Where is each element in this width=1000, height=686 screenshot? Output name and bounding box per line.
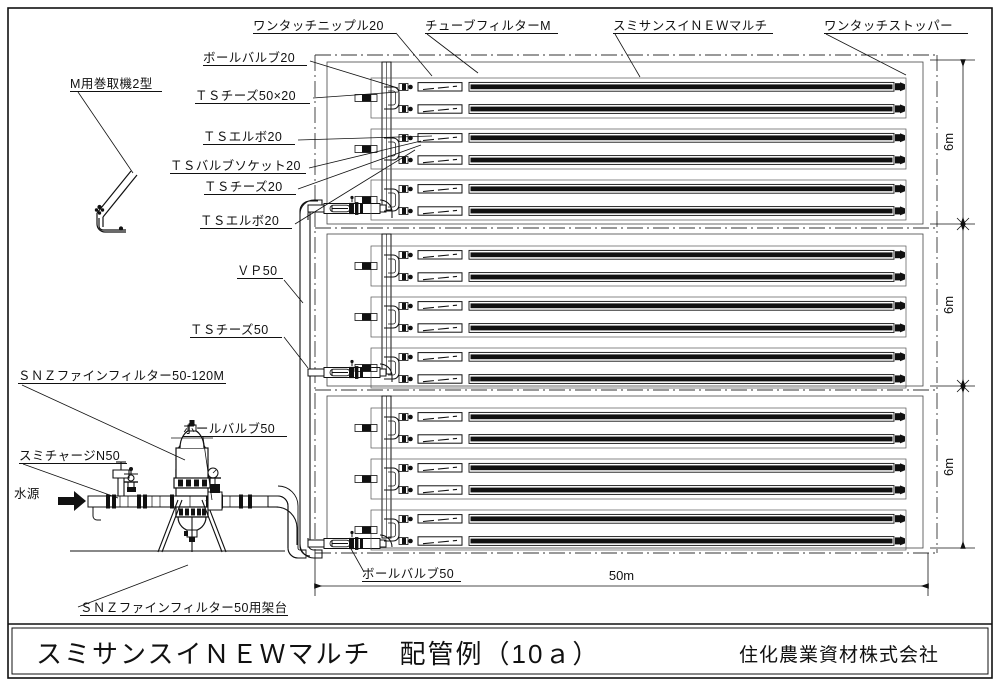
callout-label-newmulch: スミサンスイＮＥＷマルチ <box>613 19 768 33</box>
callout-label-tstee50: ＴＳチーズ50 <box>190 322 269 337</box>
dimension-label-length-field: 50m <box>609 568 634 583</box>
callout-label-ballvalve50a: ボールバルブ50 <box>183 421 275 436</box>
dimension-label-height-block-3: 6m <box>941 458 956 476</box>
callout-label-tsvsocket20: ＴＳバルブソケット20 <box>170 158 301 173</box>
callout-label-tstee20: ＴＳチーズ20 <box>204 179 283 194</box>
callout-label-tstee50x20: ＴＳチーズ50×20 <box>195 88 296 103</box>
title-text: スミサンスイＮＥＷマルチ 配管例（10ａ） <box>36 639 600 669</box>
callout-label-tubefilter: チューブフィルターM <box>425 18 551 33</box>
callout-label-watersource: 水源 <box>14 487 40 501</box>
callout-label-snzstand: ＳＮＺファインフィルター50用架台 <box>80 600 288 615</box>
callout-label-vp50: ＶＰ50 <box>237 264 278 278</box>
company-text: 住化農業資材株式会社 <box>739 644 939 666</box>
callout-label-sumicharge: スミチャージN50 <box>19 449 120 463</box>
callout-label-snzfine: ＳＮＺファインフィルター50-120M <box>18 369 224 383</box>
dimension-label-height-block-1: 6m <box>941 133 956 151</box>
callout-underlines <box>18 33 968 616</box>
callout-label-tselbow20a: ＴＳエルボ20 <box>203 130 282 144</box>
callout-label-tselbow20b: ＴＳエルボ20 <box>200 214 279 228</box>
callout-label-winder: M用巻取機2型 <box>70 76 153 91</box>
callout-label-ballvalve50b: ボールバルブ50 <box>362 566 454 581</box>
callout-label-stopper: ワンタッチストッパー <box>824 19 953 33</box>
dimension-label-height-block-2: 6m <box>941 296 956 314</box>
leader-lines <box>21 32 907 608</box>
callout-label-ballvalve20: ボールバルブ20 <box>203 50 295 65</box>
dimension-lines <box>314 59 975 596</box>
callout-label-nipple20: ワンタッチニップル20 <box>253 19 384 33</box>
water-source-arrow <box>58 491 86 511</box>
